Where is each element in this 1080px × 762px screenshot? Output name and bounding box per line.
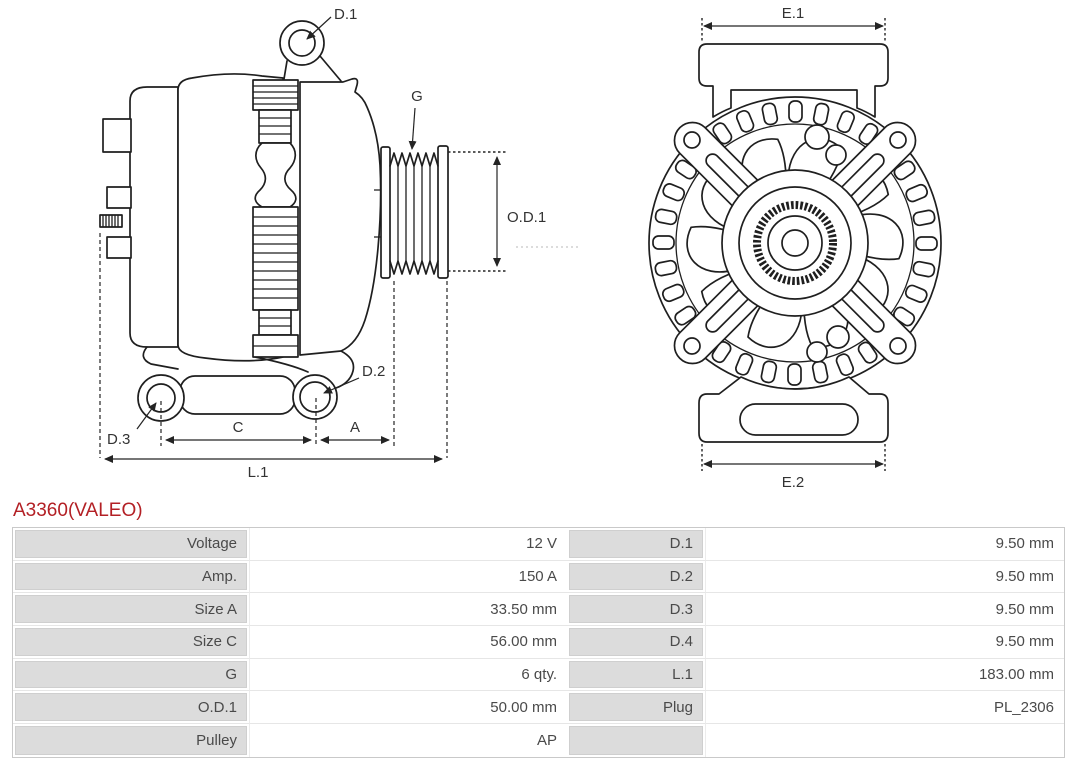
stator-ribs — [252, 79, 299, 358]
pulley — [374, 145, 449, 279]
spec-value — [705, 724, 1064, 757]
spec-value: 56.00 mm — [249, 626, 567, 659]
spec-label: O.D.1 — [13, 691, 249, 725]
spec-label: D.2 — [567, 561, 705, 594]
spec-label: Size C — [13, 626, 249, 659]
front-view-dimensions — [701, 18, 886, 471]
center-hub — [721, 169, 869, 317]
housing-inner-rim — [675, 123, 915, 363]
rear-cover-outline — [129, 86, 179, 348]
spec-value: 9.50 mm — [705, 528, 1064, 561]
spec-value: 33.50 mm — [249, 593, 567, 627]
spec-label: Size A — [13, 593, 249, 627]
spec-label: Amp. — [13, 561, 249, 594]
spec-label: G — [13, 659, 249, 692]
dim-label-e2: E.2 — [782, 474, 805, 491]
arm-bolt-holes — [683, 131, 907, 355]
spec-value: 9.50 mm — [705, 593, 1064, 627]
top-mounting-bracket — [698, 43, 889, 118]
side-view-dimensions — [99, 16, 578, 463]
dim-label-g: G — [411, 88, 423, 105]
spec-value: 150 A — [249, 560, 567, 594]
spec-value: 9.50 mm — [705, 626, 1064, 659]
face-holes — [804, 124, 850, 363]
spec-value: 6 qty. — [249, 658, 567, 692]
technical-drawing: D.1 G O.D.1 D.2 D.3 C A L.1 — [99, 5, 942, 491]
spec-label: D.4 — [567, 626, 705, 659]
spec-label: Pulley — [13, 724, 249, 757]
spec-table: Voltage 12 V D.1 9.50 mm Amp. 150 A D.2 … — [12, 527, 1065, 758]
drive-end-bracket — [299, 77, 382, 356]
spec-label: Voltage — [13, 528, 249, 561]
bottom-bracket-slot — [739, 403, 859, 436]
dim-label-l1: L.1 — [248, 464, 269, 481]
spec-value: AP — [249, 724, 567, 757]
dim-label-e1: E.1 — [782, 5, 805, 22]
spec-value: 12 V — [249, 528, 567, 561]
front-view-diagram: E.1 E.2 — [648, 5, 942, 491]
spec-value: PL_2306 — [705, 691, 1064, 725]
dim-label-d1: D.1 — [334, 6, 357, 23]
dim-label-od1: O.D.1 — [507, 209, 546, 226]
spec-value: 183.00 mm — [705, 658, 1064, 692]
part-number-title: A3360(VALEO) — [13, 500, 143, 521]
dim-label-d3: D.3 — [107, 431, 130, 448]
side-view-diagram: D.1 G O.D.1 D.2 D.3 C A L.1 — [99, 6, 578, 481]
spec-label: Plug — [567, 691, 705, 725]
spec-value: 50.00 mm — [249, 691, 567, 725]
top-mounting-hole — [279, 20, 342, 82]
spec-label: L.1 — [567, 659, 705, 692]
mounting-feet — [137, 374, 338, 422]
dim-label-d2: D.2 — [362, 363, 385, 380]
dim-label-c: C — [233, 419, 244, 436]
dim-label-a: A — [350, 419, 360, 436]
spec-label: D.1 — [567, 528, 705, 561]
spec-label — [567, 724, 705, 757]
terminals — [99, 118, 132, 259]
spec-label: D.3 — [567, 593, 705, 627]
spec-value: 9.50 mm — [705, 560, 1064, 594]
